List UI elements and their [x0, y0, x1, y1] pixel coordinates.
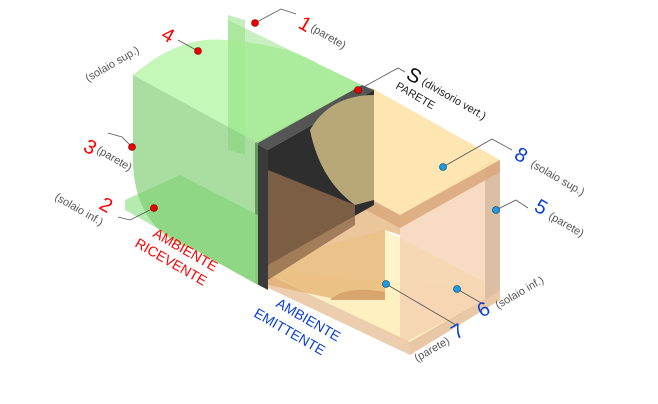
- partition-front: [255, 143, 268, 290]
- leader-lines: [107, 8, 529, 326]
- points-blue: [382, 163, 500, 293]
- wall-7-curve: [330, 289, 385, 300]
- point-s: [354, 86, 362, 94]
- label-4-number: 4: [158, 23, 179, 48]
- wall-3: [132, 75, 258, 285]
- receiving-room: [125, 15, 362, 285]
- points: [128, 19, 362, 212]
- point-4: [194, 47, 202, 55]
- point-5: [492, 206, 500, 214]
- partition-lower-face: [268, 170, 355, 280]
- label-8-number: 8: [511, 143, 532, 168]
- label-7-number: 7: [448, 320, 469, 345]
- point-8: [439, 163, 447, 171]
- point-1: [251, 19, 259, 27]
- floor-slab-6-edge2: [410, 290, 500, 355]
- wall-5-edge: [485, 160, 500, 300]
- label-6-desc: (solaio inf.): [494, 274, 547, 311]
- label-3-number: 3: [80, 135, 101, 160]
- point-7: [382, 280, 390, 288]
- wall-1-body: [228, 20, 362, 143]
- label-1-desc: (parete): [309, 22, 348, 52]
- partition-s: [255, 85, 374, 290]
- point-2: [150, 204, 158, 212]
- point-3: [128, 143, 136, 151]
- label-4-desc: (solaio sup.): [84, 44, 142, 84]
- label-5-desc: (parete): [547, 210, 586, 240]
- ceiling-slab-8-edge2: [400, 160, 500, 228]
- partition-cutout: [310, 95, 374, 205]
- label-3-desc: (parete): [95, 144, 134, 174]
- floor-slab-6-edge: [262, 272, 410, 355]
- point-6: [453, 285, 461, 293]
- label-8-desc: (solaio sup.): [529, 158, 587, 198]
